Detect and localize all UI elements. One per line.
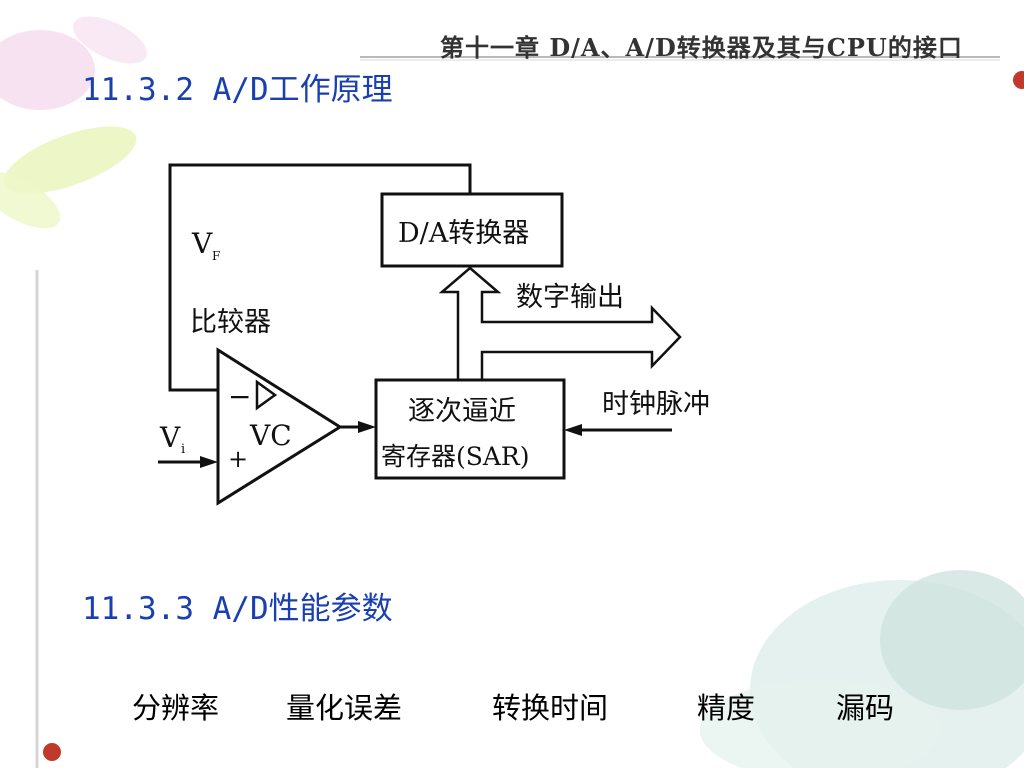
param-quantization-error: 量化误差	[286, 691, 403, 725]
buffer-symbol	[255, 379, 278, 411]
sar-box	[374, 378, 566, 480]
vf-feedback-wire	[168, 163, 472, 392]
comparator-triangle	[216, 347, 343, 506]
vi-subscript: i	[181, 442, 185, 457]
dac-label: D/A转换器	[398, 218, 529, 249]
clock-pulse-label: 时钟脉冲	[602, 389, 710, 420]
sar-label-line2: 寄存器(SAR)	[381, 442, 530, 471]
vc-label: VC	[249, 419, 292, 452]
vi-arrowhead	[200, 456, 218, 468]
plus-sign: +	[228, 445, 248, 473]
sar-label-line1: 逐次逼近	[408, 396, 516, 427]
vf-subscript: F	[212, 249, 220, 263]
vi-label: V	[159, 421, 181, 454]
minus-sign: −	[228, 380, 251, 413]
digital-bus-arrow	[438, 266, 682, 380]
param-accuracy: 精度	[697, 691, 756, 725]
param-missing-codes: 漏码	[836, 691, 895, 725]
digital-output-label: 数字输出	[516, 282, 624, 313]
param-resolution: 分辨率	[132, 691, 220, 725]
chapter-header: 第十一章 D/A、A/D转换器及其与CPU的接口	[440, 33, 963, 62]
comparator-label: 比较器	[190, 307, 271, 338]
comparator-arrowhead	[358, 421, 376, 433]
section-title-principle: 11.3.2 A/D工作原理	[82, 72, 393, 108]
vf-label: V	[191, 227, 213, 260]
clock-arrowhead	[564, 424, 582, 436]
param-conversion-time: 转换时间	[492, 691, 609, 725]
parameter-list: 分辨率 量化误差 转换时间 精度 漏码	[0, 685, 1024, 725]
section-title-params: 11.3.3 A/D性能参数	[82, 591, 393, 627]
dac-box	[380, 192, 564, 268]
